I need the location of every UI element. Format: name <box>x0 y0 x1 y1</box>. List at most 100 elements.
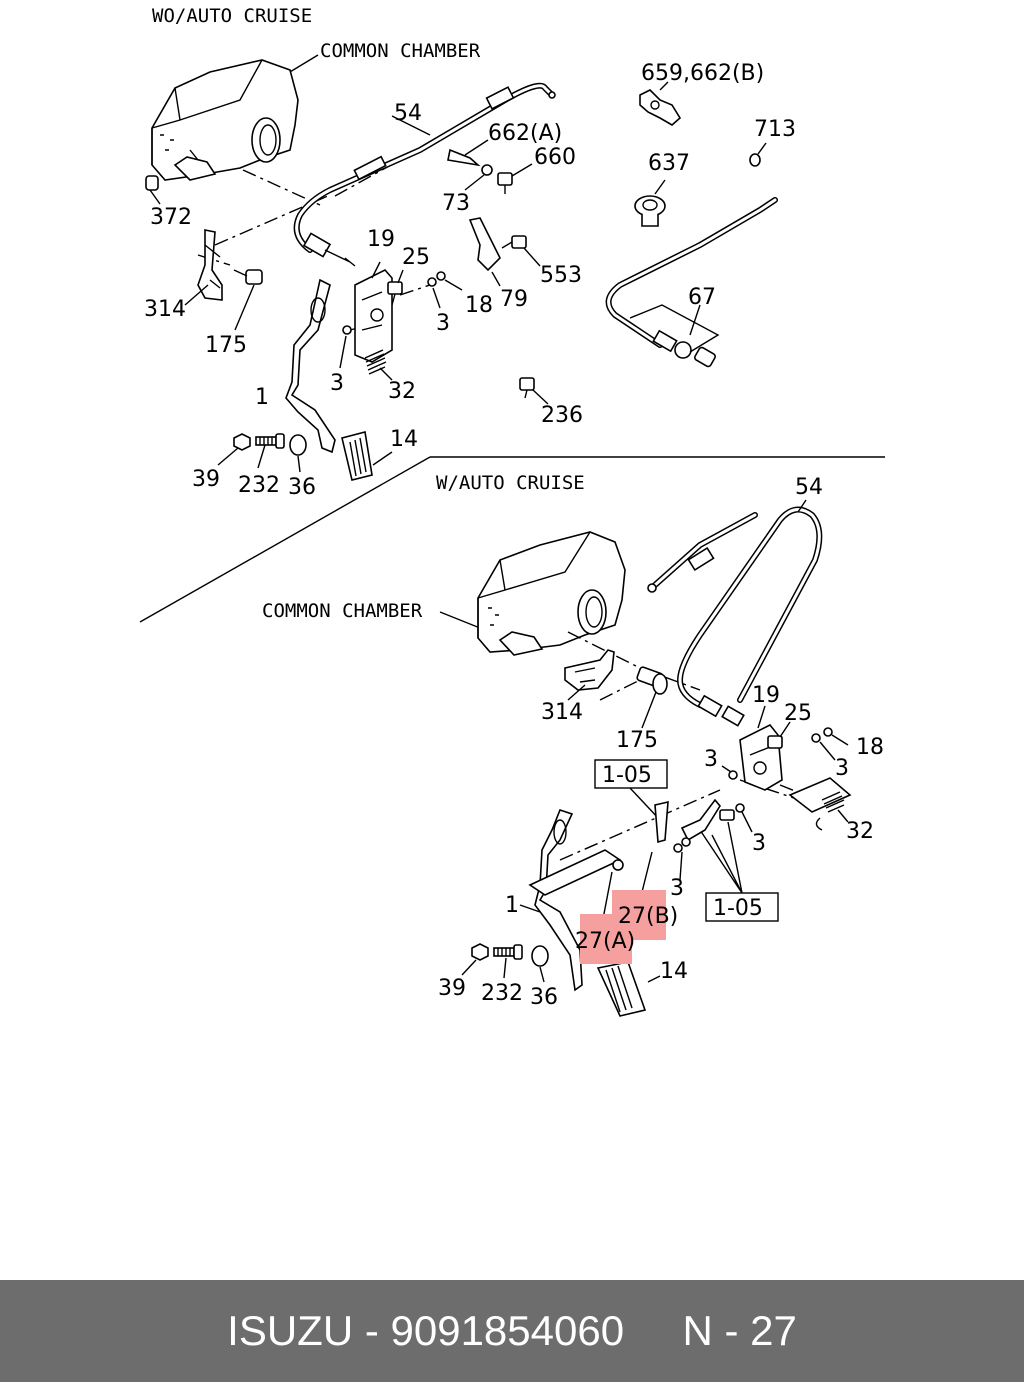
leader-660 <box>511 163 533 177</box>
callout-175-bottom: 175 <box>616 728 658 753</box>
bolt-232-top <box>255 433 285 449</box>
cable-54-bottom <box>647 506 823 727</box>
pedal-pad-14-bottom <box>596 961 647 1017</box>
leader-3-bottom-d <box>679 851 683 881</box>
footer-bar: ISUZU - 9091854060 N - 27 <box>0 1280 1024 1382</box>
washer-18-top <box>436 271 446 281</box>
bolt-25-top <box>387 281 403 306</box>
bolt-25-bottom <box>767 735 783 749</box>
callout-18-bottom: 18 <box>856 735 884 760</box>
washer-3-top-b <box>342 325 352 335</box>
callout-3a-top: 3 <box>436 311 450 336</box>
callout-3d-bottom: 3 <box>670 876 684 901</box>
washer-3-bottom-b <box>728 770 738 780</box>
grommet-637 <box>634 195 666 227</box>
highlight-27a <box>580 914 632 964</box>
parts-diagram: WO/AUTO CRUISE COMMON CHAMBER <box>139 5 885 1017</box>
callout-236-top: 236 <box>541 403 583 428</box>
callout-175-top: 175 <box>205 333 247 358</box>
leader-3-bottom-a <box>819 741 836 761</box>
common-chamber-bottom <box>477 531 626 656</box>
callout-637-top: 637 <box>648 151 690 176</box>
bolt-175-top <box>233 269 263 285</box>
callout-659-662b-top: 659,662(B) <box>641 61 764 86</box>
callout-67-top: 67 <box>688 285 716 310</box>
footer-part-number: 9091854060 <box>390 1307 625 1354</box>
screw-553 <box>501 235 527 249</box>
leader-1-05-bottom <box>699 821 743 894</box>
leader-19-top <box>371 261 381 279</box>
callout-314-bottom: 314 <box>541 700 583 725</box>
bracket-19-bottom <box>739 723 783 791</box>
callout-3a-bottom: 3 <box>704 747 718 772</box>
leader-14-top <box>372 451 393 466</box>
nut-39-bottom <box>471 943 489 961</box>
leader-232-bottom <box>503 957 507 979</box>
washer-3-top-a <box>427 277 437 287</box>
callout-1-top: 1 <box>255 385 269 410</box>
screw-236 <box>519 377 535 399</box>
callout-372-top: 372 <box>150 205 192 230</box>
leader-36-top <box>297 455 301 473</box>
callout-14-top: 14 <box>390 427 418 452</box>
nut-39-top <box>233 433 251 451</box>
bracket-19-top <box>354 269 393 363</box>
callout-3b-bottom: 3 <box>835 756 849 781</box>
guide-lines-bottom-b <box>559 779 831 861</box>
cable-67-top <box>605 197 778 368</box>
callout-18-top: 18 <box>465 293 493 318</box>
callout-1-bottom: 1 <box>505 893 519 918</box>
leader-175-top <box>234 284 255 331</box>
section-title-w-auto-cruise: W/AUTO CRUISE <box>436 472 585 494</box>
leader-79 <box>491 271 501 287</box>
pedal-pad-14-top <box>341 431 373 481</box>
callout-32-top: 32 <box>388 379 416 404</box>
label-common-chamber-bottom: COMMON CHAMBER <box>262 600 423 622</box>
callout-27a: 27(A) <box>575 929 635 954</box>
leader-54-bottom <box>797 499 807 513</box>
callout-25-bottom: 25 <box>784 701 812 726</box>
callout-19-bottom: 19 <box>752 683 780 708</box>
leader-232-top <box>257 444 266 469</box>
leader-662a <box>464 139 489 156</box>
footer-separator: - <box>353 1307 391 1354</box>
lever-314-bottom <box>564 649 615 691</box>
leader-25-bottom <box>779 721 791 738</box>
cap-36-bottom <box>531 945 549 967</box>
callout-3c-bottom: 3 <box>752 831 766 856</box>
leader-36-bottom <box>539 966 545 983</box>
callout-54-bottom: 54 <box>795 475 823 500</box>
part-372-top <box>145 175 159 191</box>
group-frame-67 <box>629 304 720 353</box>
callout-1-05-top: 1-05 <box>602 763 652 788</box>
bushing-27a <box>612 859 624 871</box>
bolt-1-05-b <box>719 809 735 821</box>
leader-1-bottom <box>519 904 541 913</box>
leader-236 <box>532 389 549 405</box>
clip-659-662b <box>639 89 682 126</box>
callout-79-top: 79 <box>500 287 528 312</box>
callout-36-top: 36 <box>288 475 316 500</box>
callout-39-bottom: 39 <box>438 976 466 1001</box>
leader-67 <box>689 304 701 336</box>
leader-32-bottom <box>837 809 849 823</box>
bolt-232-bottom <box>493 944 523 960</box>
leader-14-bottom <box>647 975 661 983</box>
callout-27b: 27(B) <box>618 904 678 929</box>
callout-36-bottom: 36 <box>530 985 558 1010</box>
leader-553 <box>523 247 541 267</box>
common-chamber-top <box>151 59 299 181</box>
callout-660-top: 660 <box>534 145 576 170</box>
leader-39-top <box>217 447 239 466</box>
callout-314-top: 314 <box>144 297 186 322</box>
leader-19-bottom <box>757 705 766 729</box>
leader-3-top-a <box>432 287 441 309</box>
link-79 <box>468 217 501 272</box>
guide-lines-top-a <box>197 169 331 266</box>
callout-73-top: 73 <box>442 191 470 216</box>
screw-660 <box>497 172 513 194</box>
washer-713 <box>749 153 761 167</box>
leader-32-top <box>379 367 393 381</box>
leader-314-bottom <box>567 684 586 701</box>
bolt-175-bottom <box>636 666 668 695</box>
